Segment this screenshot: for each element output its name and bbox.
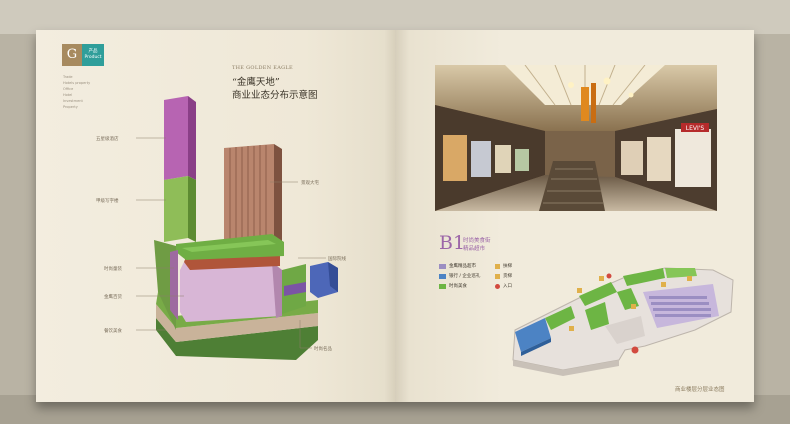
callout-residential: 景观大宅 <box>301 181 319 186</box>
department-store-side <box>272 262 282 318</box>
residential-tower-side <box>274 144 282 246</box>
hotel-tower-front <box>164 96 188 180</box>
product-logo: G 产品 Product <box>62 44 104 66</box>
legend-label: 入口 <box>503 284 512 289</box>
floor-marker: B1 <box>439 232 466 254</box>
office-tower-front <box>164 176 188 242</box>
department-store-block <box>180 262 282 322</box>
podium-green-roof-top <box>182 240 276 252</box>
mall-interior-illustration: LEVI'S <box>435 65 717 211</box>
legend-label: 时尚美食 <box>449 284 467 289</box>
legend-item-bank: 银行 / 企业巡礼 <box>439 273 480 279</box>
floor-title-2: 精品超市 <box>463 246 486 252</box>
page-title: “金鹰天地” <box>232 77 280 88</box>
podium-base-dark <box>156 318 318 360</box>
freight-elevator-icon <box>495 273 500 279</box>
legend-label: 银行 / 企业巡礼 <box>449 274 481 279</box>
store-sign-text: LEVI'S <box>686 125 705 132</box>
building-diagram <box>136 96 338 360</box>
section-menu: Trade Hotels property Office Hotel Inves… <box>63 74 90 110</box>
escalator-icon <box>495 263 500 269</box>
podium-left-column <box>170 250 178 320</box>
left-page: G 产品 Product Trade Hotels property Offic… <box>36 30 395 402</box>
hotel-tower-side <box>188 96 196 180</box>
legend-label: 金鹰精品超市 <box>449 264 476 269</box>
brochure-spread: G 产品 Product Trade Hotels property Offic… <box>36 30 754 402</box>
menu-item[interactable]: Hotels property <box>63 81 91 85</box>
right-purple-band <box>284 282 306 296</box>
callout-dining: 餐饮美食 <box>104 329 122 334</box>
logo-label-en: Product <box>84 55 102 60</box>
brand-english: THE GOLDEN EAGLE <box>232 65 293 71</box>
menu-item[interactable]: Property <box>63 105 78 109</box>
callout-department-store: 金鹰百货 <box>104 295 122 300</box>
legend-swatch <box>439 273 446 279</box>
legend-item-supermarket: 金鹰精品超市 <box>439 263 476 269</box>
right-page: LEVI'S B1 时尚美食街 精品超市 <box>395 30 754 402</box>
legend-item-entrance: 入口 <box>495 283 512 289</box>
floor-title-1: 时尚美食街 <box>463 238 491 244</box>
menu-item[interactable]: Investment <box>63 99 83 103</box>
podium-base-beige <box>156 304 318 342</box>
legend-label: 货梯 <box>503 274 512 279</box>
menu-item[interactable]: Trade <box>63 75 73 79</box>
background-top <box>0 0 790 34</box>
callout-cinema: 国际院线 <box>328 257 346 262</box>
legend-item-escalator: 扶梯 <box>495 263 512 269</box>
entrance-icon <box>495 283 500 289</box>
logo-letter: G <box>62 44 82 66</box>
callout-hotel: 五星级酒店 <box>96 137 119 142</box>
legend-item-elevator: 货梯 <box>495 273 512 279</box>
page-subtitle: 商业业态分布示意图 <box>232 90 318 101</box>
callout-kids: 时尚童装 <box>104 267 122 272</box>
floor-caption: 商业楼层分层业态图 <box>675 387 725 393</box>
logo-label-cn: 产品 <box>88 49 98 54</box>
store-sign <box>681 123 709 132</box>
legend-swatch <box>439 283 446 289</box>
legend-item-dining: 时尚美食 <box>439 283 467 289</box>
logo-label: 产品 Product <box>82 44 104 66</box>
cinema-blue-side <box>328 262 338 292</box>
menu-item[interactable]: Office <box>63 87 74 91</box>
callout-fashion: 时尚名品 <box>314 347 332 352</box>
office-tower-side <box>188 176 196 242</box>
b1-floor-plan <box>512 267 734 376</box>
mall-interior-photo: LEVI'S <box>435 65 717 211</box>
leader-lines <box>136 137 326 349</box>
legend-swatch <box>439 263 446 269</box>
callout-office: 甲级写字楼 <box>96 199 119 204</box>
legend-label: 扶梯 <box>503 264 512 269</box>
menu-item[interactable]: Hotel <box>63 93 73 97</box>
